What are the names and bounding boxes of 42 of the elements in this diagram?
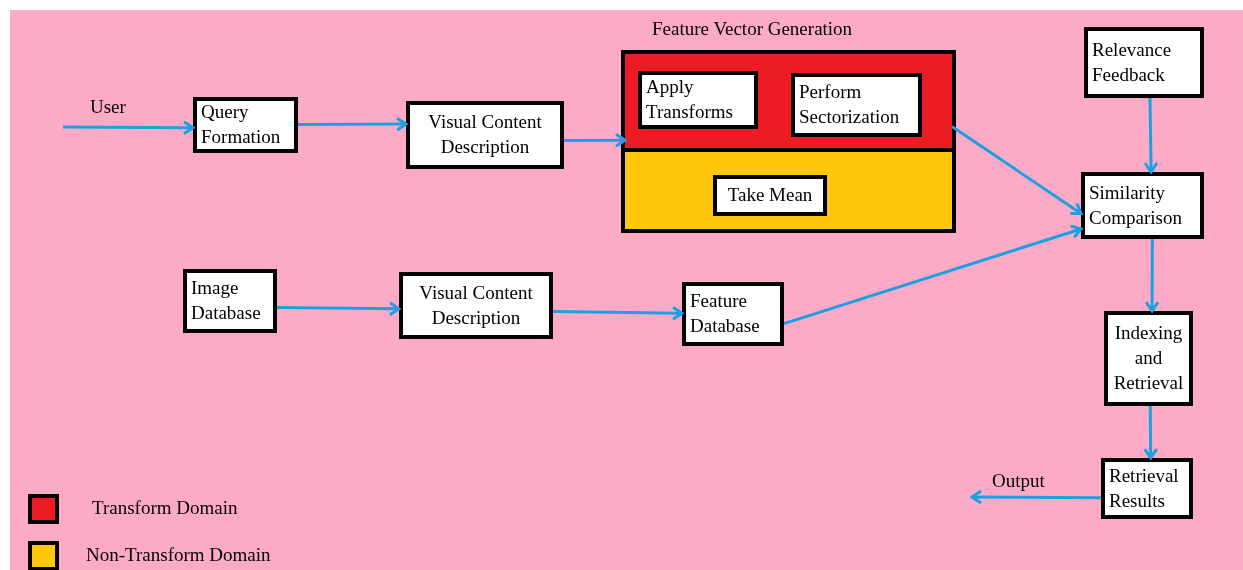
box-label: Retrieval Results [1109,463,1180,513]
box-label: Visual Content Description [418,280,534,330]
arrow [63,120,195,136]
box-label: Take Mean [726,183,814,208]
process-box [1101,458,1193,519]
process-box [399,272,553,339]
domain-band [625,54,952,152]
arrow [970,489,1101,505]
process-box [713,175,827,216]
process-box [406,101,564,169]
process-box [1084,27,1204,98]
arrow [276,301,401,317]
box-label: Similarity Comparison [1089,180,1183,230]
arrow [552,305,684,321]
process-box [1104,311,1193,406]
arrow [951,125,1083,216]
process-box [183,269,277,333]
box-label: Apply Transforms [646,75,734,124]
arrow [1143,97,1159,174]
box-label: Indexing and Retrieval [1112,321,1185,395]
arrow [783,224,1083,326]
box-label: Query Formation [201,100,282,149]
group-title: Feature Vector Generation [652,18,853,40]
arrow [1144,239,1160,313]
process-box [682,282,784,346]
legend-label: Non-Transform Domain [86,544,271,566]
arrow [564,132,627,148]
legend-label: Transform Domain [92,497,238,519]
box-label: Perform Sectorization [799,80,901,129]
domain-band [625,152,952,229]
box-label: Image Database [191,276,262,325]
arrow [1143,406,1159,460]
box-label: Relevance Feedback [1092,37,1173,87]
box-label: Visual Content Description [427,110,543,159]
process-box [193,97,298,153]
process-box [791,73,922,137]
process-box [638,71,758,129]
arrow [298,116,408,132]
process-box [1081,172,1204,239]
edge-label: User [90,96,126,118]
edge-label: Output [992,470,1045,492]
box-label: Feature Database [690,289,761,338]
